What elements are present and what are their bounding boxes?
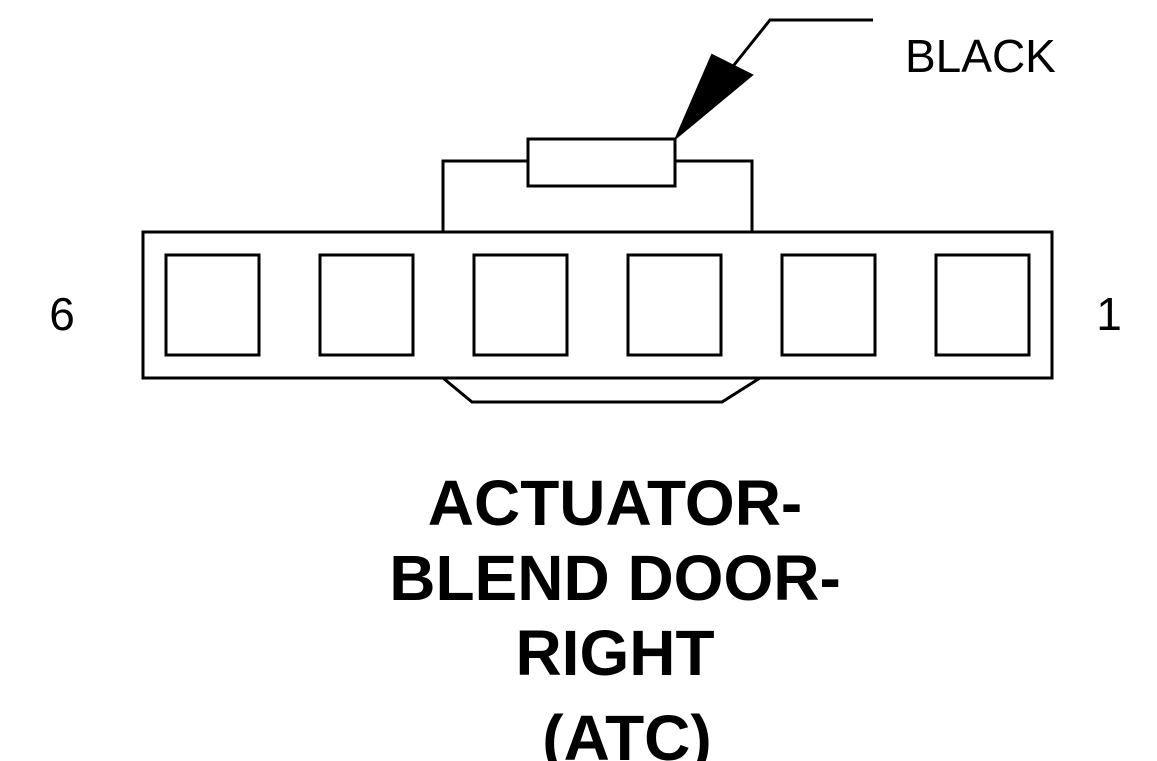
color-callout-leader xyxy=(675,18,873,139)
wire-color-label: BLACK xyxy=(905,30,1056,82)
connector-body xyxy=(141,230,1054,380)
title-line-2: BLEND DOOR- xyxy=(389,542,841,614)
latch-tab xyxy=(526,137,677,188)
title-line-1: ACTUATOR- xyxy=(428,467,802,539)
connector-title: ACTUATOR- BLEND DOOR- RIGHT (ATC) xyxy=(389,467,841,761)
cavity xyxy=(164,253,261,357)
cavity xyxy=(626,253,723,357)
cavity xyxy=(780,253,877,357)
pin-label-left: 6 xyxy=(49,288,75,340)
pin-label-right: 1 xyxy=(1096,288,1122,340)
connector-key xyxy=(442,376,761,404)
title-line-4: (ATC) xyxy=(542,702,711,761)
cavity xyxy=(318,253,415,357)
callout-arrowhead xyxy=(675,53,754,139)
title-line-3: RIGHT xyxy=(515,617,714,689)
cavity xyxy=(472,253,569,357)
connector-latch xyxy=(441,137,754,232)
cavity-group xyxy=(164,253,1031,357)
cavity xyxy=(934,253,1031,357)
